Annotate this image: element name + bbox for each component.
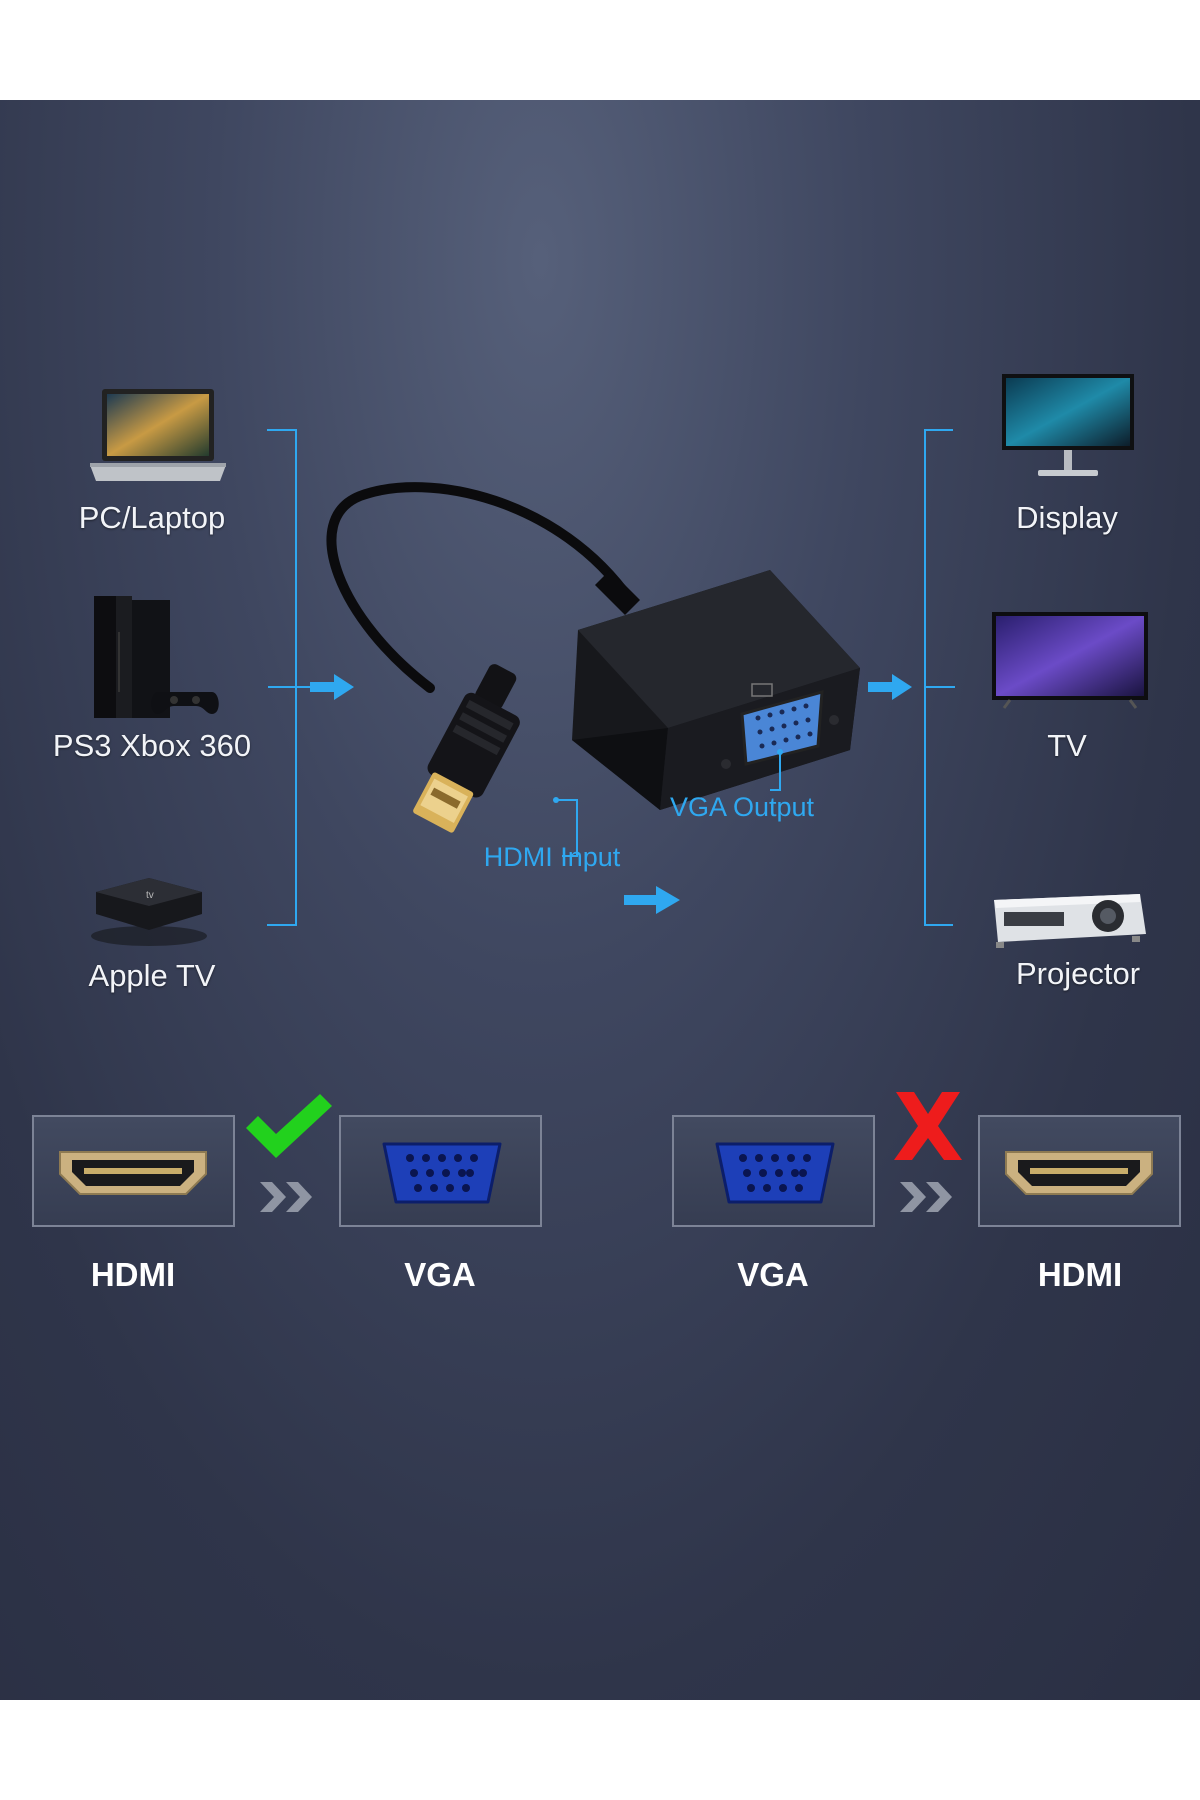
unsupported-from-label: VGA [737, 1256, 809, 1293]
output-device-label-display: Display [1016, 500, 1118, 535]
input-device-label-appletv: Apple TV [88, 958, 216, 993]
vga-port-icon [715, 1142, 835, 1204]
vga-port-icon [382, 1142, 502, 1204]
hdmi-port-icon [59, 1151, 207, 1195]
arrow-right-icon [310, 674, 354, 700]
supported-from-label: HDMI [90, 1256, 176, 1293]
arrow-right-icon [868, 674, 912, 700]
output-device-label-projector: Projector [1015, 956, 1141, 991]
check-icon [246, 1094, 332, 1158]
input-device-label-console: PS3 Xbox 360 [52, 728, 252, 763]
x-icon [894, 1092, 962, 1160]
hdmi-port-icon [1005, 1151, 1153, 1195]
apple-tv-box-icon: tv [91, 878, 207, 946]
monitor-icon [1002, 374, 1134, 476]
projector-icon [994, 894, 1146, 948]
svg-text:tv: tv [146, 890, 154, 901]
product-infographic: PC/Laptop PS3 Xbox 360 tv Apple TV [0, 100, 1200, 1700]
hdmi-input-label: HDMI Input [483, 842, 621, 872]
arrow-right-icon [624, 886, 680, 914]
hdmi-to-vga-adapter [326, 482, 860, 857]
unsupported-to-label: HDMI [1037, 1256, 1123, 1293]
double-chevron-icon [260, 1182, 312, 1212]
tv-icon [992, 612, 1148, 709]
input-device-label-pc: PC/Laptop [78, 500, 226, 535]
output-device-label-tv: TV [1047, 728, 1087, 763]
supported-to-label: VGA [404, 1256, 476, 1293]
laptop-icon [90, 389, 226, 481]
vga-output-label: VGA Output [669, 792, 815, 822]
double-chevron-icon [900, 1182, 952, 1212]
game-console-icon [94, 596, 219, 718]
